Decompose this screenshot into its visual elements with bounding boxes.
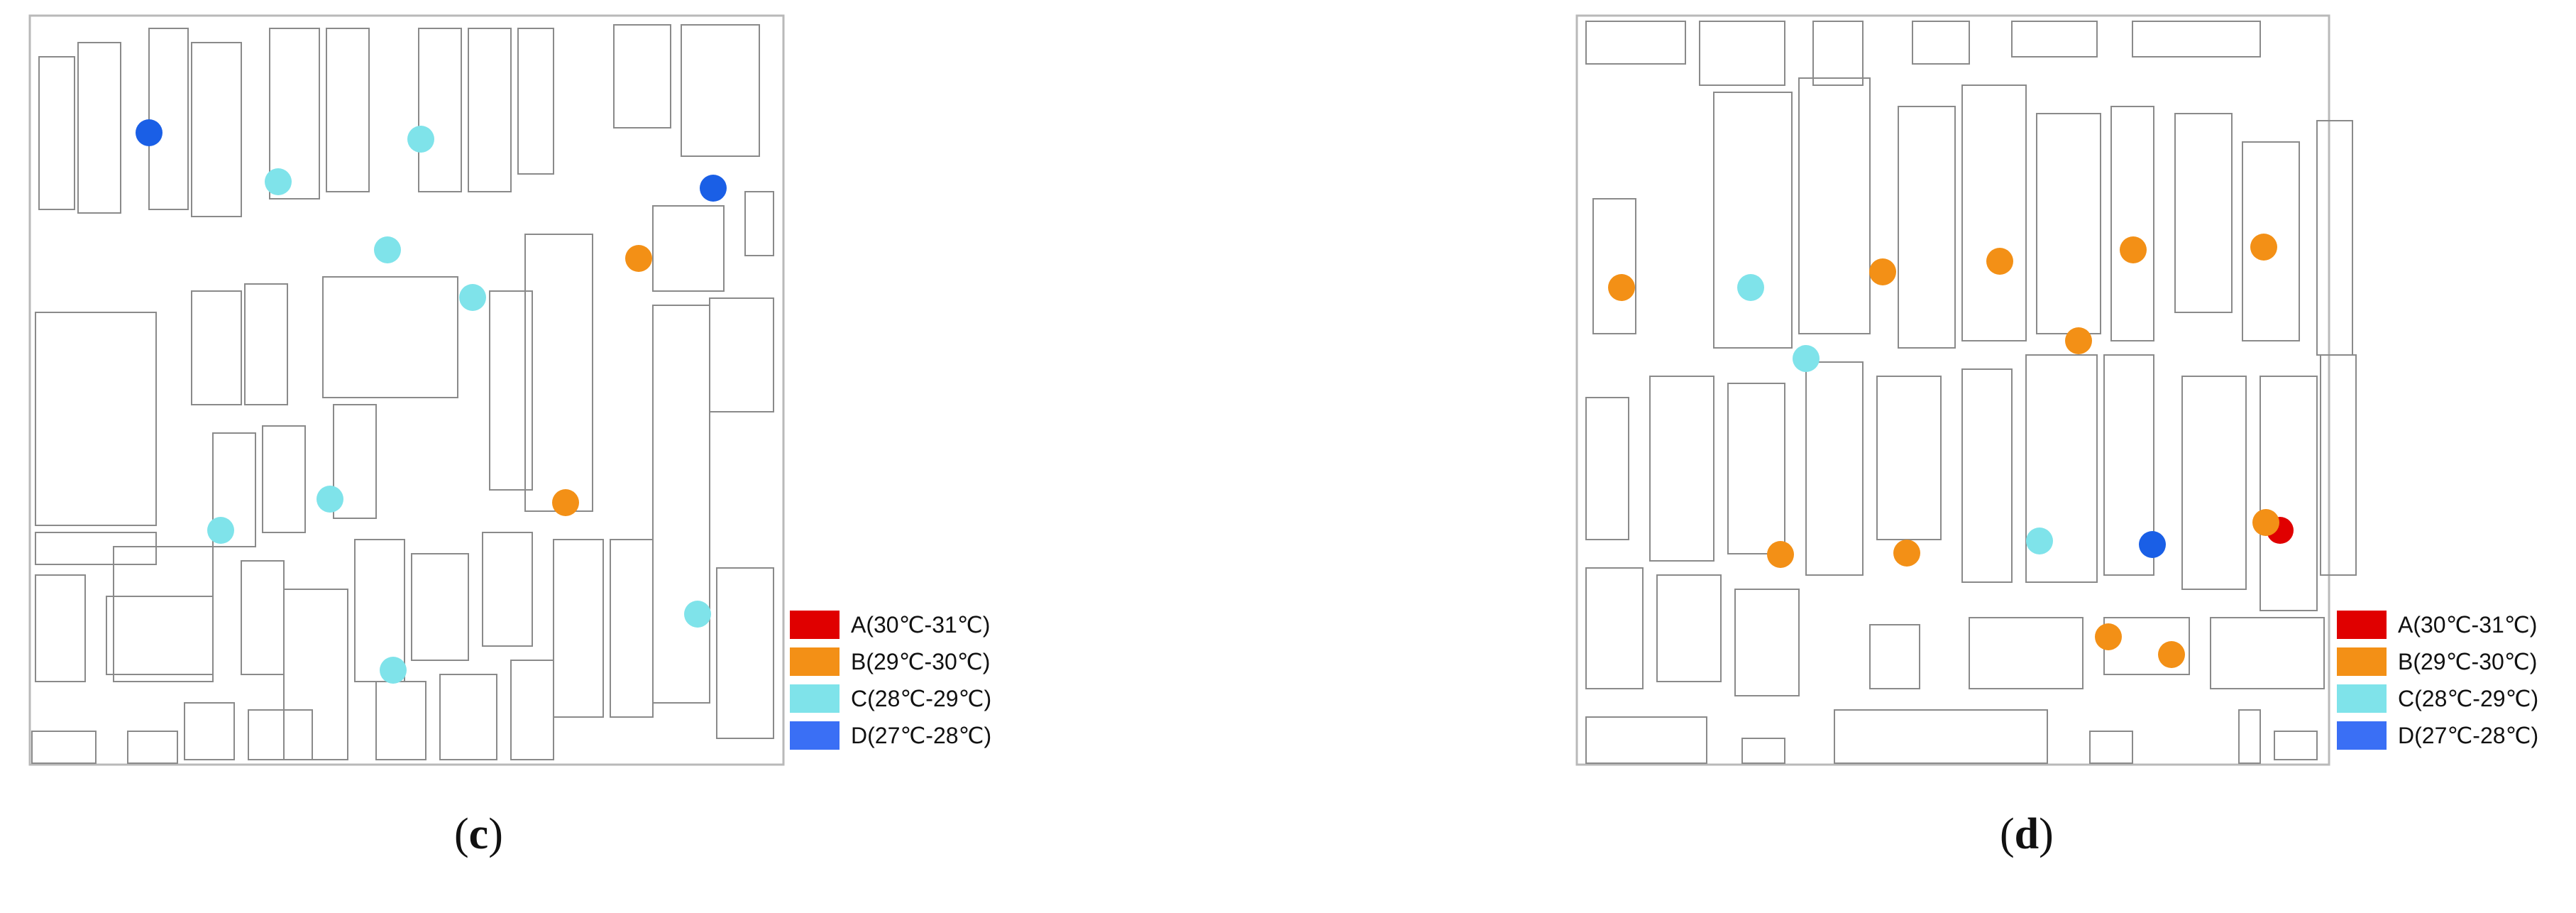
legend-label-b: B(29℃-30℃) xyxy=(851,649,991,674)
legend-label-d: D(27℃-28℃) xyxy=(2398,723,2539,748)
measurement-point-b xyxy=(1608,274,1635,301)
measurement-point-b xyxy=(2065,327,2092,354)
caption-close-c: ) xyxy=(488,810,503,858)
legend-swatch-a xyxy=(2337,611,2387,639)
legend-swatch-a xyxy=(790,611,840,639)
measurement-point-c xyxy=(265,168,292,195)
map-d xyxy=(1575,14,2357,766)
legend-item-b: B(29℃-30℃) xyxy=(790,647,1045,676)
measurement-point-b xyxy=(2252,509,2279,536)
measurement-point-d xyxy=(136,119,163,146)
legend-label-b: B(29℃-30℃) xyxy=(2398,649,2538,674)
map-panel-c: A(30℃-31℃) B(29℃-30℃) C(28℃-29℃) D(27℃-2… xyxy=(28,14,1045,860)
caption-letter-c: c xyxy=(468,810,489,858)
measurement-point-d xyxy=(2139,531,2166,558)
legend-item-c: C(28℃-29℃) xyxy=(790,684,1045,713)
measurement-point-c xyxy=(380,657,407,684)
legend-label-d: D(27℃-28℃) xyxy=(851,723,992,748)
measurement-point-b xyxy=(2250,234,2277,261)
legend-label-c: C(28℃-29℃) xyxy=(851,686,992,711)
legend-label-c: C(28℃-29℃) xyxy=(2398,686,2539,711)
panel-caption-c: (c) xyxy=(454,809,503,860)
caption-letter-d: d xyxy=(2014,810,2040,858)
measurement-point-c xyxy=(459,284,486,311)
measurement-point-c xyxy=(407,126,434,153)
measurement-points-d xyxy=(1608,234,2294,668)
legend-item-b: B(29℃-30℃) xyxy=(2337,647,2576,676)
legend-item-d: D(27℃-28℃) xyxy=(790,721,1045,750)
measurement-point-b xyxy=(552,489,579,516)
caption-open-c: ( xyxy=(454,810,469,858)
measurement-point-c xyxy=(207,517,234,544)
measurement-point-c xyxy=(1737,274,1764,301)
measurement-point-b xyxy=(2095,623,2122,650)
map-panel-d: A(30℃-31℃) B(29℃-30℃) C(28℃-29℃) D(27℃-2… xyxy=(1288,0,2576,913)
measurement-point-c xyxy=(1793,345,1820,372)
measurement-point-d xyxy=(700,175,727,202)
legend-item-a: A(30℃-31℃) xyxy=(790,611,1045,639)
legend-item-a: A(30℃-31℃) xyxy=(2337,611,2576,639)
measurement-point-b xyxy=(2120,236,2147,263)
legend-item-c: C(28℃-29℃) xyxy=(2337,684,2576,713)
measurement-point-b xyxy=(1767,541,1794,568)
legend-label-a: A(30℃-31℃) xyxy=(851,612,991,638)
legend-swatch-d xyxy=(2337,721,2387,750)
legend-label-a: A(30℃-31℃) xyxy=(2398,612,2538,638)
legend-item-d: D(27℃-28℃) xyxy=(2337,721,2576,750)
measurement-point-c xyxy=(684,601,711,628)
measurement-point-b xyxy=(1869,258,1896,285)
measurement-point-c xyxy=(2026,527,2053,554)
measurement-point-c xyxy=(374,236,401,263)
caption-close-d: ) xyxy=(2039,810,2054,858)
legend-swatch-c xyxy=(790,684,840,713)
legend-swatch-d xyxy=(790,721,840,750)
measurement-point-b xyxy=(1986,248,2013,275)
map-c xyxy=(28,14,785,766)
measurement-point-b xyxy=(2158,641,2185,668)
measurement-point-b xyxy=(625,245,652,272)
panel-caption-d: (d) xyxy=(2000,809,2054,860)
measurement-point-c xyxy=(317,486,343,513)
legend-swatch-c xyxy=(2337,684,2387,713)
legend-swatch-b xyxy=(790,647,840,676)
map-frame-d xyxy=(1575,14,2330,766)
legend-swatch-b xyxy=(2337,647,2387,676)
caption-open-d: ( xyxy=(2000,810,2015,858)
measurement-points-c xyxy=(136,119,727,684)
measurement-point-b xyxy=(1893,540,1920,567)
